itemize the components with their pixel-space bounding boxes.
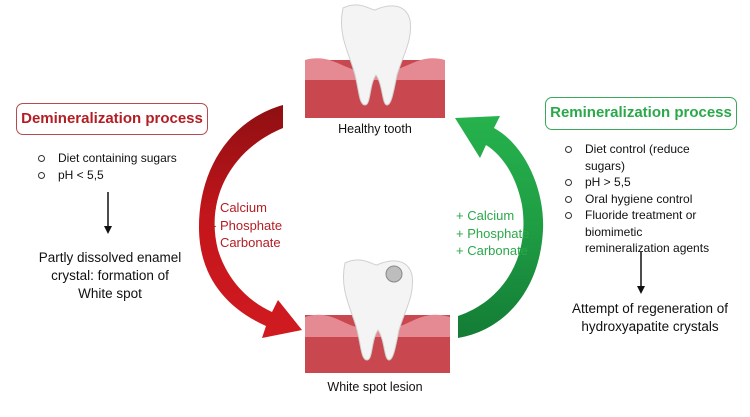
ion-label: + Calcium [456,208,515,223]
demineralization-arrow [198,105,302,338]
white-spot-icon [385,265,403,283]
healthy-tooth-image [305,4,445,118]
demineralization-ions: - Calcium - Phosphate - Carbonate [212,199,282,252]
remineralization-ions: + Calcium + Phosphate + Carbonate [456,207,529,260]
demineralization-result: Partly dissolved enamel crystal: formati… [20,249,200,303]
result-line: crystal: formation of [51,268,169,283]
down-arrow-icon [104,192,112,234]
ion-label: + Carbonate [456,243,528,258]
result-line: Attempt of regeneration of [571,301,729,316]
demineralization-bullets: Diet containing sugars pH < 5,5 [36,150,206,183]
down-arrow-icon [637,252,645,294]
white-spot-lesion-tooth-image [305,259,450,373]
result-line: Partly dissolved enamel [38,250,182,265]
remineralization-arrow [455,116,544,338]
healthy-tooth-caption: Healthy tooth [338,122,412,136]
bullet-item: Fluoride treatment or biomimetic reminer… [563,207,723,257]
bullet-item: pH < 5,5 [36,167,206,184]
ion-label: - Calcium [212,200,267,215]
ion-label: + Phosphate [456,225,530,241]
demineralization-title: Demineralization process [16,103,208,135]
bullet-item: Diet control (reduce sugars) [563,141,723,174]
result-line: hydroxyapatite crystals [581,319,719,334]
bullet-item: pH > 5,5 [563,174,723,191]
result-line: White spot [78,286,142,301]
ion-label: - Carbonate [212,235,281,250]
bullet-item: Diet containing sugars [36,150,206,167]
ion-label: - Phosphate [212,217,283,233]
remineralization-title: Remineralization process [545,97,737,130]
remineralization-bullets: Diet control (reduce sugars) pH > 5,5 Or… [563,141,723,257]
remineralization-result: Attempt of regeneration of hydroxyapatit… [550,300,750,336]
lesion-tooth-caption: White spot lesion [327,380,423,394]
bullet-item: Oral hygiene control [563,191,723,208]
